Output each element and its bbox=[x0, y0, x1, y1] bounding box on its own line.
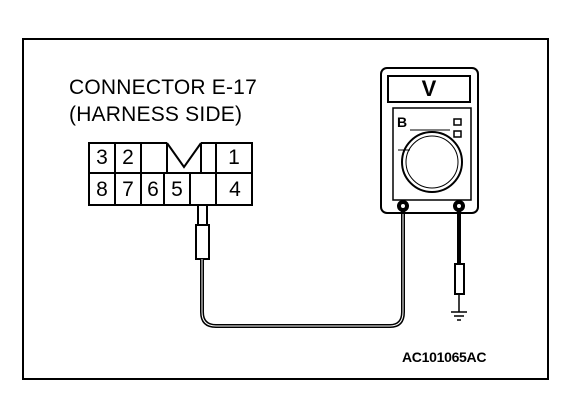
pin-3-label: 3 bbox=[96, 146, 108, 169]
connector-e17 bbox=[88, 142, 253, 206]
test-lead-negative bbox=[200, 208, 405, 328]
meter-range-label: B bbox=[397, 114, 408, 130]
pin-2-label: 2 bbox=[122, 146, 134, 169]
pin-5-label: 5 bbox=[171, 178, 183, 201]
reference-code: AC101065AC bbox=[402, 349, 487, 365]
pin-1-label: 1 bbox=[228, 146, 240, 169]
test-lead-positive bbox=[454, 211, 465, 312]
probe-icon bbox=[195, 204, 210, 260]
multimeter-icon bbox=[380, 67, 479, 214]
pin-4-label: 4 bbox=[229, 178, 241, 201]
pin-7-label: 7 bbox=[122, 178, 134, 201]
meter-mode-display: V bbox=[421, 76, 437, 101]
pin-6-label: 6 bbox=[147, 178, 159, 201]
connector-subtitle: (HARNESS SIDE) bbox=[69, 103, 243, 126]
ground-icon bbox=[451, 311, 467, 321]
diagram-frame bbox=[22, 38, 549, 380]
pin-8-label: 8 bbox=[96, 178, 108, 201]
connector-title: CONNECTOR E-17 bbox=[69, 76, 257, 99]
